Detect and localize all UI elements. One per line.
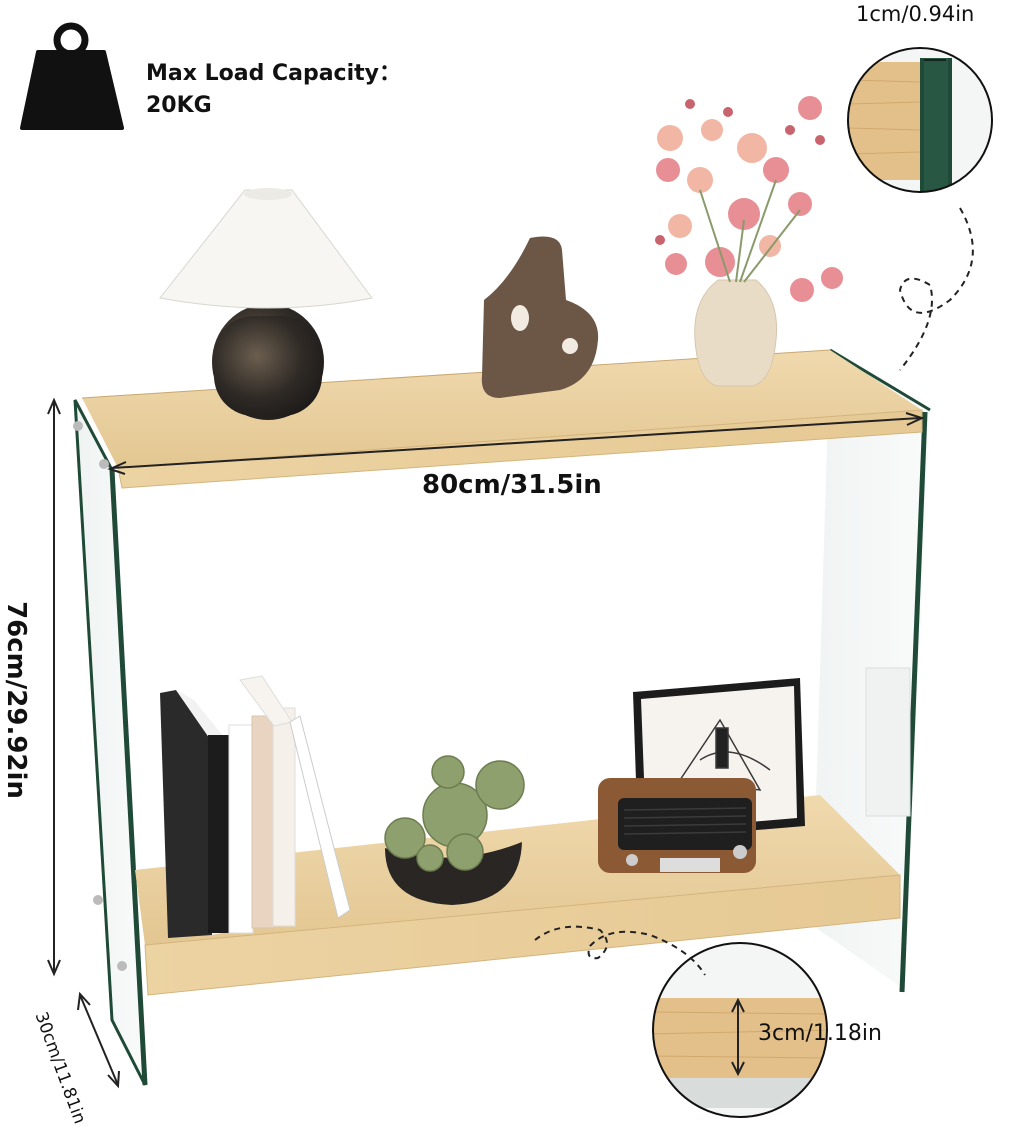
flowers: [655, 96, 843, 302]
load-capacity-value: 20KG: [146, 93, 212, 118]
weight-icon: [20, 22, 124, 130]
bolt: [93, 895, 103, 905]
sculpture-vase: [481, 236, 599, 398]
bolt: [73, 421, 83, 431]
height-dimension-label: 76cm/29.92in: [1, 601, 31, 799]
load-capacity-title: Max Load Capacity：: [146, 61, 401, 86]
glass-thickness-callout: [847, 47, 993, 371]
books: [160, 675, 351, 938]
height-arrow: [47, 397, 61, 977]
left-glass-panel: [73, 399, 148, 1086]
retro-radio: [598, 778, 756, 873]
load-capacity-label: Max Load Capacity： 20KG: [146, 58, 401, 122]
shelf-thickness-label: 3cm/1.18in: [758, 1021, 882, 1046]
bolt: [99, 459, 109, 469]
width-dimension-label: 80cm/31.5in: [422, 470, 602, 500]
flower-vase: [694, 279, 778, 387]
shelf-thickness-callout: [534, 925, 828, 1118]
bolt: [117, 961, 127, 971]
depth-arrow: [77, 991, 120, 1089]
glass-thickness-label: 1cm/0.94in: [856, 2, 975, 26]
cactus-bowl: [384, 755, 525, 905]
table-lamp: [159, 188, 373, 420]
width-arrow: [107, 412, 925, 475]
